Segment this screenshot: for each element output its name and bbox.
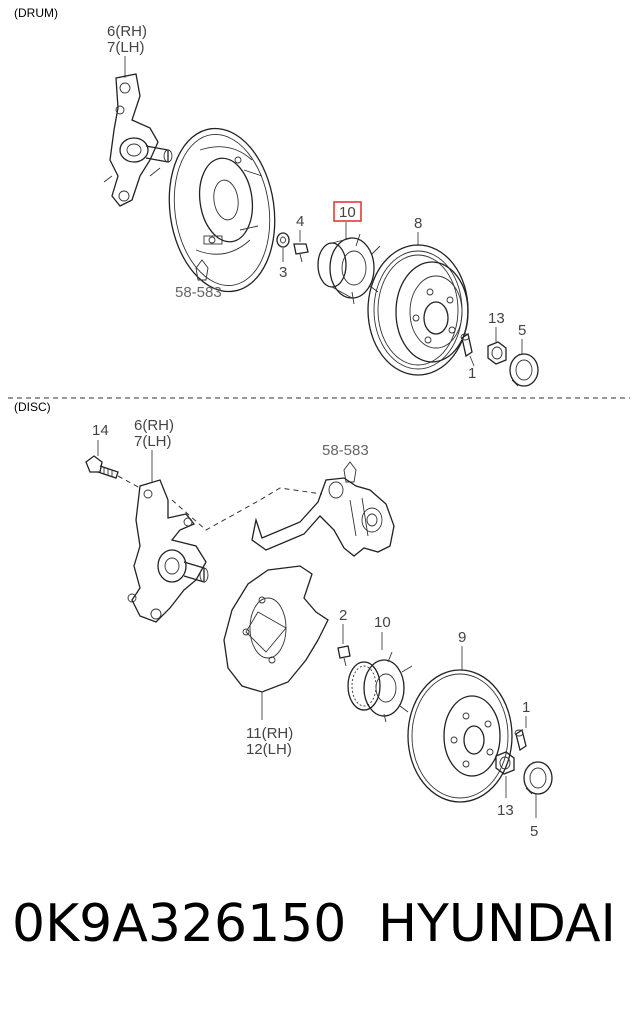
drum-knuckle-rh-label: 6(RH) — [107, 23, 147, 40]
drum-label-4: 4 — [296, 213, 304, 230]
disc-brake-caliper — [251, 477, 395, 557]
disc-label-14: 14 — [92, 422, 109, 439]
section-label-disc: (DISC) — [14, 400, 51, 414]
brand-caption: HYUNDAI — [378, 894, 616, 954]
disc-wheel-hub — [347, 651, 413, 723]
disc-caliper-ref: 58-583 — [322, 442, 369, 459]
drum-label-8: 8 — [414, 215, 422, 232]
arrow-pointer-icon — [343, 461, 357, 483]
drum-backing-plate-ref: 58-583 — [175, 284, 222, 301]
disc-label-10: 10 — [374, 614, 391, 631]
drum-label-3: 3 — [279, 264, 287, 281]
drum-knuckle-lh-label: 7(LH) — [107, 39, 145, 56]
disc-hub-bolt-1 — [514, 728, 527, 752]
arrow-pointer-icon — [195, 259, 209, 281]
disc-lock-nut-13 — [495, 751, 515, 775]
section-label-drum: (DRUM) — [14, 6, 58, 20]
disc-knuckle-bolt-14 — [85, 455, 119, 479]
drum-label-5: 5 — [518, 322, 526, 339]
drum-label-13: 13 — [488, 310, 505, 327]
disc-knuckle-rh-label: 6(RH) — [134, 417, 174, 434]
drum-bolt-4 — [293, 243, 309, 263]
disc-hub-cap-5 — [523, 761, 553, 795]
disc-dust-shield — [223, 565, 329, 693]
drum-label-10: 10 — [339, 204, 356, 221]
part-number-caption: 0K9A326150 — [12, 894, 347, 954]
drum-label-10-highlight — [333, 201, 362, 222]
drum-lock-nut-13 — [487, 341, 507, 365]
drum-steering-knuckle — [103, 73, 173, 207]
drum-hub-bolt-1 — [460, 332, 473, 358]
disc-bolt-guide — [117, 475, 141, 489]
drum-wheel-hub — [317, 233, 381, 305]
drum-hub-cap-5 — [509, 353, 539, 387]
disc-label-2: 2 — [339, 607, 347, 624]
disc-label-13: 13 — [497, 802, 514, 819]
disc-label-9: 9 — [458, 629, 466, 646]
disc-label-1: 1 — [522, 699, 530, 716]
brake-drum — [367, 244, 469, 376]
drum-washer-3 — [276, 232, 290, 248]
disc-steering-knuckle — [127, 479, 209, 623]
disc-knuckle-lh-label: 7(LH) — [134, 433, 172, 450]
disc-label-5: 5 — [530, 823, 538, 840]
disc-shield-rh-label: 11(RH) — [246, 725, 293, 742]
drum-label-1-leader — [469, 355, 475, 367]
disc-caliper-guide — [171, 487, 323, 531]
drum-backing-plate — [168, 127, 276, 293]
disc-shield-lh-label: 12(LH) — [246, 741, 292, 758]
drum-label-1: 1 — [468, 365, 476, 382]
disc-bolt-2 — [337, 645, 351, 667]
brake-rotor — [407, 669, 513, 803]
